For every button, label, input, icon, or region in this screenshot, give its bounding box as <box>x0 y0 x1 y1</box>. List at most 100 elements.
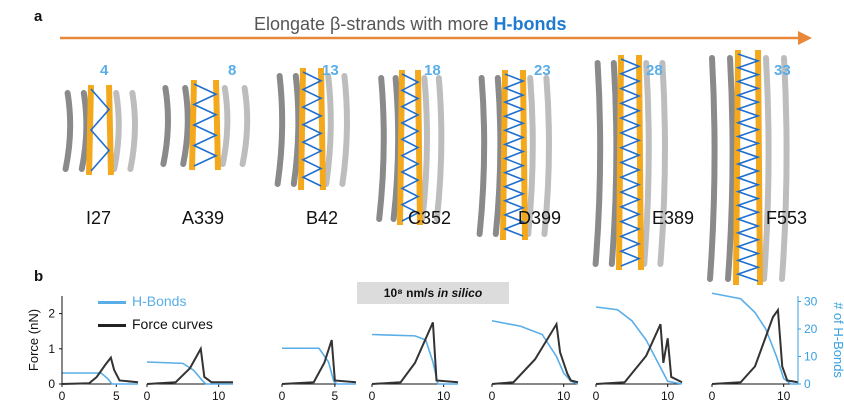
x-tick-label: 5 <box>332 389 339 403</box>
x-tick-label: 0 <box>59 389 66 403</box>
hbond-curve-f553 <box>711 292 798 385</box>
protein-name-a339: A339 <box>182 208 225 228</box>
hbond-curve-c352 <box>371 333 458 385</box>
y-tick-label: 0 <box>48 377 55 391</box>
hbond-zigzag <box>735 53 761 282</box>
legend-hbonds: H-Bonds <box>98 293 186 309</box>
grey-strand <box>476 75 488 237</box>
panel-a-title-highlight: H-bonds <box>493 14 567 34</box>
orange-strand <box>636 54 644 271</box>
hbond-curve-b42 <box>282 347 356 385</box>
panel-a-title: Elongate β-strands with more H-bonds <box>254 14 566 35</box>
hbond-count-d399: 23 <box>534 62 551 79</box>
x-tick-label: 10 <box>437 389 451 403</box>
grey-strand <box>707 55 718 282</box>
hbond-curve-i27 <box>62 372 138 385</box>
protein-structure-3 <box>376 69 445 226</box>
grey-strand <box>78 90 90 172</box>
hbond-zigzag <box>400 73 420 222</box>
y-tick-label: 0 <box>804 377 811 391</box>
legend-force-label: Force curves <box>132 316 213 332</box>
hbond-curve-e389 <box>595 306 683 385</box>
hbond-count-a339: 8 <box>228 62 237 79</box>
force-curve-i27 <box>61 355 139 385</box>
grey-strand <box>761 55 772 282</box>
grey-strand <box>419 75 430 222</box>
protein-structure-0 <box>62 84 138 176</box>
orange-strand <box>500 69 508 241</box>
orange-strand <box>397 69 405 226</box>
y-tick-label: 20 <box>804 322 818 336</box>
grey-strand <box>62 90 74 172</box>
orange-strand <box>298 67 306 191</box>
panel-a-label: a <box>34 8 43 25</box>
x-tick-label: 0 <box>593 389 600 403</box>
hbond-zigzag <box>89 88 111 172</box>
grey-strand <box>239 85 251 167</box>
orange-strand <box>106 84 114 176</box>
y-axis-hbonds: 0 10 20 30 # of H-Bonds <box>797 295 844 391</box>
grey-strand <box>641 60 652 267</box>
x-tick-label: 5 <box>113 389 120 403</box>
protein-structure-5 <box>592 54 668 271</box>
force-subplot-c352: 0 10 <box>369 321 459 403</box>
x-tick-label: 10 <box>212 389 226 403</box>
grey-strand <box>657 60 668 267</box>
x-tick-label: 10 <box>557 389 571 403</box>
speed-label: 10⁸ nm/s <box>383 286 438 300</box>
protein-structure-1 <box>160 79 251 171</box>
grey-strand <box>127 90 138 172</box>
protein-name-c352: C352 <box>408 208 452 228</box>
y-axis-label-hbonds: # of H-Bonds <box>831 302 844 378</box>
grey-strand <box>160 85 171 167</box>
hbond-count-b42: 13 <box>322 62 339 79</box>
grey-strand <box>608 60 620 267</box>
grey-strand <box>323 73 334 187</box>
grey-strand <box>180 85 191 167</box>
force-curve-b42 <box>281 339 357 385</box>
orange-strand <box>755 49 763 286</box>
force-curve-d399 <box>491 321 579 385</box>
grey-strand <box>219 85 231 167</box>
x-tick-label: 10 <box>661 389 675 403</box>
speed-label-box: 10⁸ nm/s in silico <box>357 282 509 304</box>
grey-strand <box>779 55 790 282</box>
y-tick-label: 1 <box>48 342 55 356</box>
x-tick-label: 0 <box>279 389 286 403</box>
grey-strand <box>541 75 552 237</box>
y-tick-label: 30 <box>804 295 818 309</box>
protein-name-e389: E389 <box>652 208 695 228</box>
grey-strand <box>592 60 604 267</box>
protein-name-b42: B42 <box>306 208 339 228</box>
hbond-count-e389: 28 <box>646 62 663 79</box>
y-tick-label: 10 <box>804 350 818 364</box>
legend-force: Force curves <box>98 316 213 332</box>
legend-hbonds-swatch <box>98 300 126 304</box>
progress-arrow-head <box>798 31 812 45</box>
panel-b-label: b <box>34 268 44 285</box>
force-subplot-d399: 0 10 <box>489 319 579 403</box>
force-curve-e389 <box>595 323 683 385</box>
orange-strand <box>733 49 741 286</box>
x-tick-label: 10 <box>777 389 791 403</box>
grey-strand <box>274 73 286 187</box>
speed-label-italic: in silico <box>437 286 483 300</box>
hbond-zigzag <box>618 58 642 267</box>
protein-structure-6 <box>707 49 790 286</box>
x-tick-label: 0 <box>369 389 376 403</box>
grey-strand <box>433 75 445 222</box>
orange-strand <box>520 69 528 241</box>
hbond-zigzag <box>192 83 218 167</box>
y-tick-label: 2 <box>48 307 55 321</box>
grey-strand <box>492 75 504 237</box>
force-curve-a339 <box>146 345 233 385</box>
force-subplot-e389: 0 10 <box>593 306 683 403</box>
grey-strand <box>725 55 736 282</box>
hbond-zigzag <box>301 71 323 187</box>
x-tick-label: 0 <box>489 389 496 403</box>
